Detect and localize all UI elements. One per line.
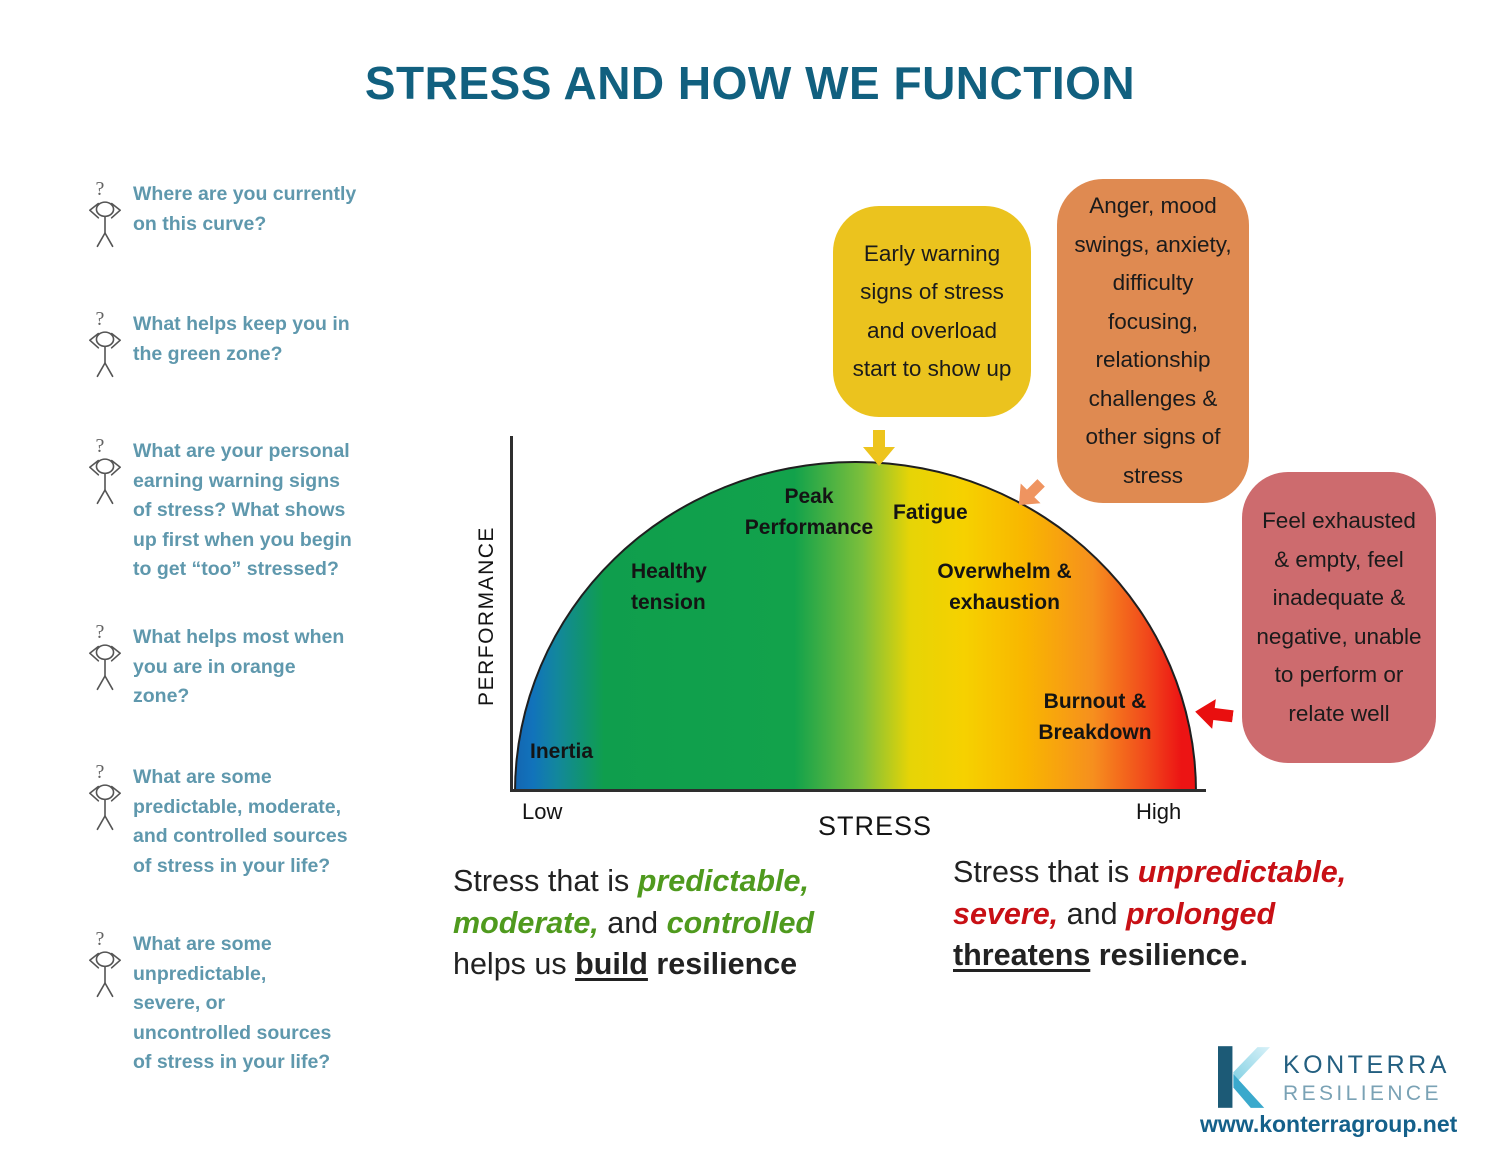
question-item-2: ? What helps keep you in the green zone?: [86, 306, 366, 387]
svg-text:?: ?: [96, 621, 105, 643]
statement-threatens-resilience: Stress that is unpredictable, severe, an…: [953, 852, 1346, 977]
callout-early-warning: Early warning signs of stress and overlo…: [833, 206, 1031, 417]
x-axis-line: [510, 789, 1206, 792]
konterra-logo-icon: [1218, 1044, 1270, 1115]
down-arrow-icon: [863, 430, 895, 466]
zone-label-fatigue: Fatigue: [893, 501, 968, 524]
question-text: What helps most when you are in orange z…: [133, 626, 345, 707]
svg-text:?: ?: [96, 178, 105, 200]
svg-text:?: ?: [96, 308, 105, 330]
question-item-3: ? What are your personal earning warning…: [86, 433, 366, 585]
question-text: What helps keep you in the green zone?: [133, 313, 350, 365]
question-figure-icon: ?: [86, 759, 124, 840]
zone-label-inertia: Inertia: [530, 740, 594, 763]
statement-line: Stress that is unpredictable,: [953, 855, 1347, 889]
callout-stress-signs: Anger, mood swings, anxiety, difficulty …: [1057, 179, 1249, 503]
svg-text:?: ?: [96, 435, 105, 457]
statement-line: Stress that is predictable,: [453, 864, 809, 898]
svg-text:?: ?: [96, 928, 105, 950]
zone-label-peak-performance: Peak Performance: [744, 485, 874, 539]
question-text: Where are you currently on this curve?: [133, 183, 357, 235]
question-text: What are your personal earning warning s…: [133, 440, 352, 580]
svg-text:?: ?: [96, 761, 105, 783]
question-figure-icon: ?: [86, 926, 124, 1007]
statement-line: threatens resilience.: [953, 938, 1248, 972]
question-figure-icon: ?: [86, 306, 124, 387]
question-figure-icon: ?: [86, 619, 124, 700]
x-axis-high-label: High: [1136, 799, 1182, 824]
question-item-4: ? What helps most when you are in orange…: [86, 619, 366, 712]
down-left-arrow-icon: [1009, 473, 1051, 515]
zone-label-burnout-breakdown: Burnout & Breakdown: [1038, 690, 1152, 744]
x-axis-label: STRESS: [817, 811, 933, 841]
question-text: What are some predictable, moderate, and…: [133, 766, 348, 877]
zone-label-healthy-tension: Healthy tension: [631, 560, 707, 614]
question-item-5: ? What are some predictable, moderate, a…: [86, 759, 366, 881]
logo-website-url: www.konterragroup.net: [1200, 1111, 1458, 1137]
question-text: What are some unpredictable, severe, or …: [133, 933, 332, 1073]
statement-line: severe, and prolonged: [953, 896, 1276, 931]
logo-brand-text: KONTERRA: [1283, 1051, 1450, 1079]
left-arrow-icon: [1193, 697, 1234, 731]
y-axis-label: PERFORMANCE: [475, 526, 498, 706]
zone-label-overwhelm-exhaustion: Overwhelm & exhaustion: [937, 560, 1072, 614]
question-item-6: ? What are some unpredictable, severe, o…: [86, 926, 366, 1078]
logo-subbrand-text: RESILIENCE: [1283, 1082, 1442, 1105]
x-axis-low-label: Low: [522, 799, 563, 824]
question-item-1: ? Where are you currently on this curve?: [86, 176, 366, 257]
question-figure-icon: ?: [86, 176, 124, 257]
callout-burnout-feelings: Feel exhausted & empty, feel inadequate …: [1242, 472, 1436, 763]
statement-build-resilience: Stress that is predictable, moderate, an…: [453, 861, 814, 986]
y-axis-line: [510, 436, 513, 792]
page-title: STRESS AND HOW WE FUNCTION: [364, 57, 1136, 109]
statement-line: moderate, and controlled: [453, 905, 815, 940]
statement-line: helps us build resilience: [453, 947, 798, 981]
question-figure-icon: ?: [86, 433, 124, 514]
